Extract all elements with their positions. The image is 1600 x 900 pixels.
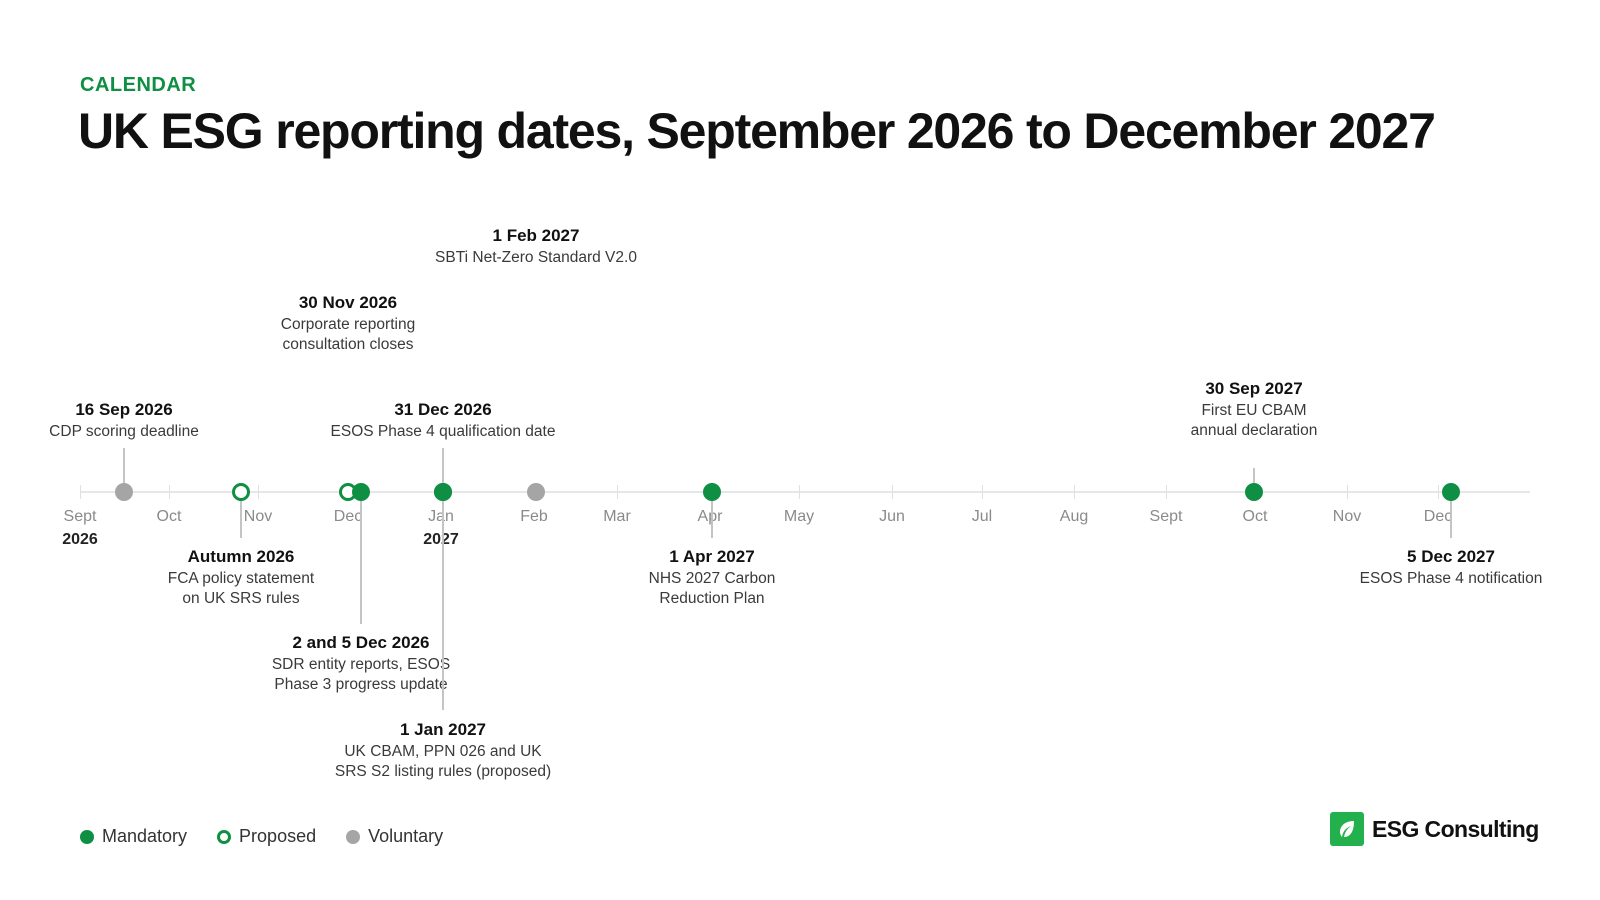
- event-description: NHS 2027 Carbon: [648, 570, 776, 587]
- month-tick: [1166, 485, 1167, 499]
- event-description: consultation closes: [282, 336, 414, 353]
- month-label: Sept: [63, 508, 97, 525]
- event-date: 30 Nov 2026: [298, 293, 398, 312]
- event-description: SRS S2 listing rules (proposed): [334, 763, 552, 780]
- month-tick: [80, 485, 81, 499]
- timeline-axis: [80, 491, 1530, 493]
- event-date: 31 Dec 2026: [394, 400, 492, 419]
- event-description: First EU CBAM: [1201, 402, 1307, 419]
- month-label: Sept: [1149, 508, 1183, 525]
- year-label: 2026: [62, 531, 98, 548]
- month-label: Nov: [1332, 508, 1362, 525]
- month-tick: [169, 485, 170, 499]
- event-connector: [123, 448, 125, 492]
- month-label: Jul: [971, 508, 993, 525]
- month-label: Apr: [697, 508, 723, 525]
- event-connector: [360, 492, 362, 624]
- month-label: Dec: [1423, 508, 1453, 525]
- event-description: CDP scoring deadline: [49, 423, 199, 440]
- month-tick: [892, 485, 893, 499]
- month-label: May: [783, 508, 815, 525]
- legend-label: Proposed: [239, 826, 317, 846]
- event-connector: [1253, 468, 1255, 492]
- event-description: Reduction Plan: [659, 590, 765, 607]
- event-description: SBTi Net-Zero Standard V2.0: [435, 249, 637, 266]
- brand-name: ESG Consulting: [1372, 815, 1539, 842]
- event-date: 16 Sep 2026: [75, 400, 173, 419]
- event-description: Phase 3 progress update: [274, 676, 448, 693]
- event-date: 1 Feb 2027: [492, 226, 580, 245]
- month-label: Jun: [879, 508, 905, 525]
- month-tick: [1438, 485, 1439, 499]
- event-description: Corporate reporting: [280, 316, 416, 333]
- month-tick: [1347, 485, 1348, 499]
- month-label: Nov: [243, 508, 273, 525]
- year-label: 2027: [423, 531, 459, 548]
- voluntary-event-marker: [115, 483, 133, 501]
- month-tick: [617, 485, 618, 499]
- event-date: Autumn 2026: [187, 547, 295, 566]
- mandatory-dot-icon: [80, 829, 94, 844]
- mandatory-event-marker: [703, 483, 721, 501]
- event-description: ESOS Phase 4 notification: [1359, 570, 1543, 587]
- event-connector: [442, 492, 444, 710]
- event-connector: [711, 492, 713, 538]
- mandatory-event-marker: [1442, 483, 1460, 501]
- proposed-event-marker: [232, 483, 250, 501]
- event-description: on UK SRS rules: [182, 590, 300, 607]
- event-description: UK CBAM, PPN 026 and UK: [344, 743, 542, 760]
- event-description: ESOS Phase 4 qualification date: [330, 423, 556, 440]
- legend: Mandatory Proposed Voluntary: [80, 826, 443, 847]
- event-label: 1 Jan 2027 UK CBAM, PPN 026 and UK SRS S2 …: [335, 718, 551, 782]
- legend-item-proposed: Proposed: [217, 826, 316, 847]
- mandatory-event-marker: [434, 483, 452, 501]
- brand-logo: ESG Consulting: [1330, 812, 1539, 846]
- mandatory-event-marker: [352, 483, 370, 501]
- month-label: Aug: [1059, 508, 1089, 525]
- month-tick: [982, 485, 983, 499]
- event-description: SDR entity reports, ESOS: [271, 656, 451, 673]
- month-tick: [799, 485, 800, 499]
- event-description: FCA policy statement: [167, 570, 315, 587]
- legend-label: Mandatory: [102, 826, 188, 846]
- month-label: Dec: [333, 508, 363, 525]
- event-date: 5 Dec 2027: [1407, 547, 1495, 566]
- event-connector: [240, 492, 242, 538]
- month-label: Mar: [603, 508, 631, 525]
- event-date: 2 and 5 Dec 2026: [292, 633, 430, 652]
- voluntary-dot-icon: [346, 829, 361, 844]
- month-label: Feb: [520, 508, 548, 525]
- mandatory-event-marker: [1245, 483, 1263, 501]
- event-date: 1 Apr 2027: [669, 547, 755, 566]
- voluntary-event-marker: [527, 483, 545, 501]
- legend-item-mandatory: Mandatory: [80, 826, 187, 847]
- event-description: annual declaration: [1190, 422, 1318, 439]
- event-connector: [442, 448, 444, 492]
- month-label: Jan: [428, 508, 454, 525]
- section-kicker: CALENDAR: [80, 74, 197, 96]
- month-tick: [258, 485, 259, 499]
- proposed-ring-icon: [217, 829, 232, 844]
- legend-item-voluntary: Voluntary: [346, 826, 443, 847]
- month-label: Oct: [1242, 508, 1268, 525]
- event-date: 1 Jan 2027: [399, 720, 486, 739]
- legend-label: Voluntary: [368, 826, 444, 846]
- leaf-icon: [1330, 812, 1364, 846]
- event-connector: [1450, 492, 1452, 538]
- event-date: 30 Sep 2027: [1205, 379, 1303, 398]
- month-tick: [1074, 485, 1075, 499]
- page-title: UK ESG reporting dates, September 2026 t…: [78, 103, 1436, 159]
- month-label: Oct: [156, 508, 182, 525]
